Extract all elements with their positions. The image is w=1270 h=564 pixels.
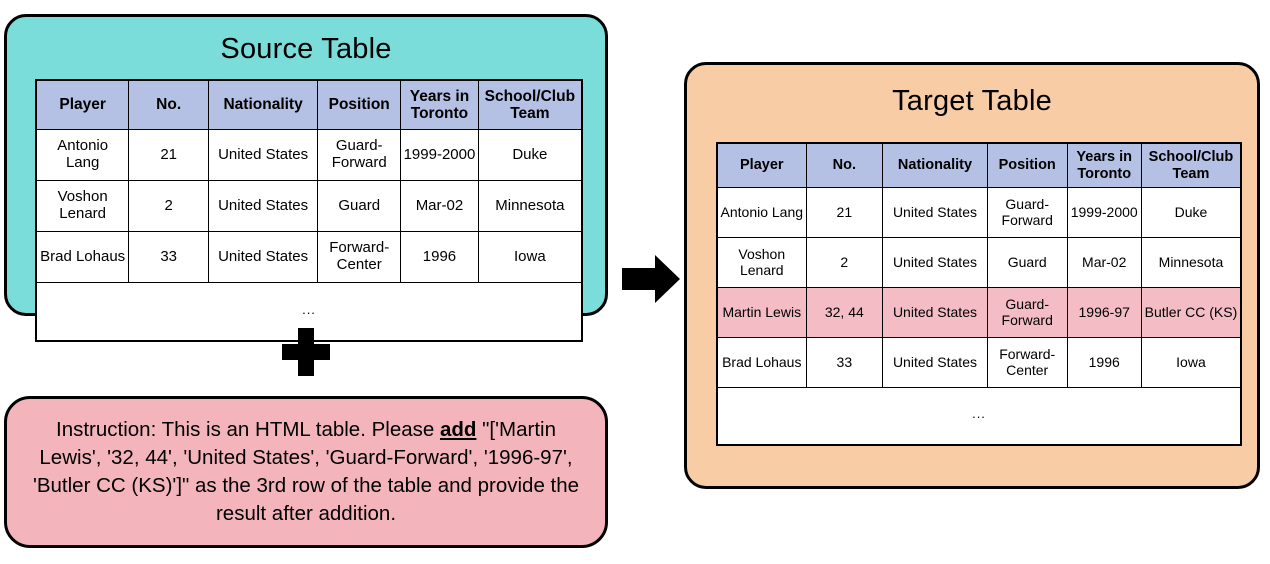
table-row: Voshon Lenard 2 United States Guard Mar-…	[35, 180, 583, 232]
target-ellipsis: ...	[716, 387, 1242, 446]
cell-nationality: United States	[208, 231, 319, 283]
cell-years: Mar-02	[400, 180, 479, 232]
table-row-added: Martin Lewis 32, 44 United States Guard-…	[716, 287, 1242, 338]
source-col-header-position: Position	[317, 79, 402, 130]
table-row: Antonio Lang 21 United States Guard-Forw…	[716, 187, 1242, 238]
table-row: Brad Lohaus 33 United States Forward-Cen…	[716, 337, 1242, 388]
cell-player: Antonio Lang	[35, 129, 130, 181]
target-data-table: Player No. Nationality Position Years in…	[716, 142, 1242, 446]
instruction-text-part1: Instruction: This is an HTML table. Plea…	[56, 418, 440, 442]
instruction-panel: Instruction: This is an HTML table. Plea…	[4, 396, 608, 548]
cell-player: Antonio Lang	[716, 187, 807, 238]
cell-nationality: United States	[882, 337, 988, 388]
target-col-header-years: Years in Toronto	[1066, 142, 1142, 188]
cell-years: 1996	[1066, 337, 1142, 388]
source-panel-title: Source Table	[220, 33, 392, 65]
cell-years: 1996-97	[1066, 287, 1142, 338]
cell-nationality: United States	[882, 287, 988, 338]
cell-school: Iowa	[477, 231, 583, 283]
cell-player: Martin Lewis	[716, 287, 807, 338]
target-table-panel: Target Table Player No. Nationality Posi…	[684, 62, 1260, 489]
instruction-emphasis-add: add	[439, 418, 477, 442]
source-col-header-years: Years in Toronto	[400, 79, 479, 130]
cell-years: 1999-2000	[400, 129, 479, 181]
cell-no: 2	[128, 180, 210, 232]
cell-position: Forward-Center	[317, 231, 402, 283]
source-col-header-no: No.	[128, 79, 210, 130]
cell-no: 32, 44	[805, 287, 884, 338]
cell-years: 1999-2000	[1066, 187, 1142, 238]
cell-school: Duke	[1140, 187, 1242, 238]
cell-years: 1996	[400, 231, 479, 283]
cell-no: 2	[805, 237, 884, 288]
cell-position: Guard-Forward	[986, 187, 1068, 238]
right-arrow-icon	[622, 255, 680, 303]
instruction-text-part2: "['Martin Lewis', '32, 44', 'United Stat…	[32, 418, 580, 525]
table-row: Voshon Lenard 2 United States Guard Mar-…	[716, 237, 1242, 288]
cell-nationality: United States	[882, 187, 988, 238]
target-panel-title: Target Table	[892, 85, 1052, 117]
cell-no: 21	[805, 187, 884, 238]
target-table-header-row: Player No. Nationality Position Years in…	[716, 142, 1242, 188]
source-data-table: Player No. Nationality Position Years in…	[35, 79, 583, 342]
cell-nationality: United States	[882, 237, 988, 288]
cell-player: Voshon Lenard	[35, 180, 130, 232]
source-col-header-nationality: Nationality	[208, 79, 319, 130]
plus-icon	[282, 328, 330, 376]
cell-no: 21	[128, 129, 210, 181]
plus-icon-vertical-bar	[298, 328, 314, 376]
cell-school: Minnesota	[477, 180, 583, 232]
cell-player: Brad Lohaus	[35, 231, 130, 283]
cell-school: Minnesota	[1140, 237, 1242, 288]
source-table-panel: Source Table Player No. Nationality Posi…	[4, 14, 608, 342]
cell-position: Guard	[986, 237, 1068, 288]
target-col-header-school: School/Club Team	[1140, 142, 1242, 188]
cell-school: Iowa	[1140, 337, 1242, 388]
table-row: Brad Lohaus 33 United States Forward-Cen…	[35, 231, 583, 283]
target-col-header-player: Player	[716, 142, 807, 188]
cell-player: Voshon Lenard	[716, 237, 807, 288]
source-col-header-school: School/Club Team	[477, 79, 583, 130]
cell-position: Guard	[317, 180, 402, 232]
target-col-header-nationality: Nationality	[882, 142, 988, 188]
cell-no: 33	[805, 337, 884, 388]
cell-school: Butler CC (KS)	[1140, 287, 1242, 338]
table-row: Antonio Lang 21 United States Guard-Forw…	[35, 129, 583, 181]
cell-nationality: United States	[208, 180, 319, 232]
table-ellipsis-row: ...	[716, 387, 1242, 446]
cell-position: Guard-Forward	[317, 129, 402, 181]
cell-position: Forward-Center	[986, 337, 1068, 388]
target-col-header-position: Position	[986, 142, 1068, 188]
cell-no: 33	[128, 231, 210, 283]
target-col-header-no: No.	[805, 142, 884, 188]
source-table-header-row: Player No. Nationality Position Years in…	[35, 79, 583, 130]
cell-position: Guard-Forward	[986, 287, 1068, 338]
cell-years: Mar-02	[1066, 237, 1142, 288]
cell-school: Duke	[477, 129, 583, 181]
cell-nationality: United States	[208, 129, 319, 181]
source-col-header-player: Player	[35, 79, 130, 130]
instruction-text: Instruction: This is an HTML table. Plea…	[7, 416, 605, 528]
cell-player: Brad Lohaus	[716, 337, 807, 388]
